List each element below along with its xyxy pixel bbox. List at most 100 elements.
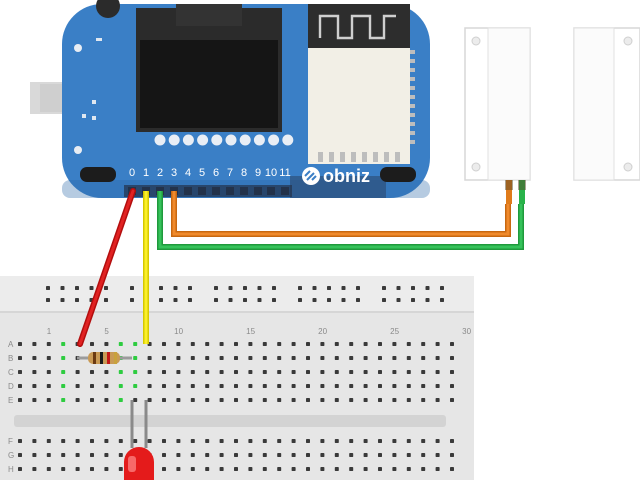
breadboard-hole[interactable] <box>118 439 123 443</box>
breadboard-hole[interactable] <box>291 453 296 457</box>
breadboard-hole[interactable] <box>320 342 325 346</box>
breadboard-hole[interactable] <box>147 370 152 374</box>
breadboard-hole[interactable] <box>61 439 66 443</box>
power-rail-hole[interactable] <box>356 298 360 302</box>
breadboard-hole[interactable] <box>205 342 210 346</box>
breadboard-hole[interactable] <box>306 370 310 374</box>
power-rail-hole[interactable] <box>104 286 108 290</box>
breadboard-hole[interactable] <box>133 384 138 388</box>
breadboard-hole[interactable] <box>334 384 339 388</box>
breadboard-hole[interactable] <box>248 356 253 360</box>
breadboard-hole[interactable] <box>334 398 339 402</box>
breadboard-hole[interactable] <box>162 467 166 471</box>
breadboard-hole[interactable] <box>219 439 224 443</box>
breadboard-hole[interactable] <box>118 342 123 346</box>
breadboard-hole[interactable] <box>378 453 382 457</box>
breadboard-hole[interactable] <box>406 453 411 457</box>
breadboard-hole[interactable] <box>320 439 325 443</box>
breadboard-hole[interactable] <box>363 467 368 471</box>
breadboard-hole[interactable] <box>190 370 195 374</box>
breadboard-hole[interactable] <box>363 356 368 360</box>
breadboard-hole[interactable] <box>46 467 51 471</box>
breadboard-hole[interactable] <box>46 384 51 388</box>
breadboard-hole[interactable] <box>291 370 296 374</box>
breadboard-hole[interactable] <box>306 453 310 457</box>
breadboard-hole[interactable] <box>32 356 37 360</box>
breadboard-hole[interactable] <box>334 439 339 443</box>
breadboard-hole[interactable] <box>75 370 80 374</box>
breadboard-hole[interactable] <box>234 467 238 471</box>
breadboard-hole[interactable] <box>334 342 339 346</box>
breadboard-hole[interactable] <box>378 467 382 471</box>
breadboard-hole[interactable] <box>378 439 382 443</box>
breadboard-hole[interactable] <box>32 467 37 471</box>
breadboard-hole[interactable] <box>435 439 440 443</box>
breadboard-hole[interactable] <box>392 384 397 388</box>
breadboard-hole[interactable] <box>320 453 325 457</box>
breadboard-hole[interactable] <box>277 467 282 471</box>
breadboard-hole[interactable] <box>133 370 138 374</box>
breadboard-hole[interactable] <box>291 384 296 388</box>
breadboard-hole[interactable] <box>176 356 181 360</box>
breadboard-hole[interactable] <box>421 398 426 402</box>
breadboard-hole[interactable] <box>118 370 123 374</box>
breadboard-hole[interactable] <box>421 467 426 471</box>
power-rail-hole[interactable] <box>104 298 108 302</box>
breadboard-hole[interactable] <box>306 439 310 443</box>
breadboard-hole[interactable] <box>162 453 166 457</box>
breadboard-hole[interactable] <box>61 342 66 346</box>
breadboard-hole[interactable] <box>176 342 181 346</box>
breadboard-hole[interactable] <box>162 342 166 346</box>
breadboard-hole[interactable] <box>262 439 267 443</box>
breadboard-hole[interactable] <box>363 370 368 374</box>
power-rail-hole[interactable] <box>312 298 317 302</box>
power-rail-hole[interactable] <box>327 298 331 302</box>
breadboard-hole[interactable] <box>450 342 454 346</box>
breadboard-hole[interactable] <box>18 342 22 346</box>
breadboard-hole[interactable] <box>291 356 296 360</box>
breadboard-hole[interactable] <box>90 467 94 471</box>
breadboard-hole[interactable] <box>435 356 440 360</box>
breadboard-hole[interactable] <box>219 356 224 360</box>
power-rail-hole[interactable] <box>341 286 346 290</box>
breadboard-hole[interactable] <box>320 356 325 360</box>
power-rail-hole[interactable] <box>214 298 218 302</box>
power-rail-hole[interactable] <box>312 286 317 290</box>
power-rail-hole[interactable] <box>411 286 415 290</box>
breadboard-hole[interactable] <box>90 342 94 346</box>
breadboard-hole[interactable] <box>277 398 282 402</box>
breadboard-hole[interactable] <box>118 467 123 471</box>
breadboard-hole[interactable] <box>406 467 411 471</box>
breadboard-hole[interactable] <box>190 356 195 360</box>
breadboard-hole[interactable] <box>378 370 382 374</box>
breadboard-hole[interactable] <box>133 439 138 443</box>
power-rail-hole[interactable] <box>298 286 302 290</box>
power-rail-hole[interactable] <box>214 286 218 290</box>
breadboard-hole[interactable] <box>234 439 238 443</box>
breadboard-hole[interactable] <box>248 370 253 374</box>
breadboard-hole[interactable] <box>450 398 454 402</box>
breadboard-hole[interactable] <box>118 453 123 457</box>
power-rail-hole[interactable] <box>228 286 233 290</box>
power-rail-hole[interactable] <box>159 298 163 302</box>
breadboard-hole[interactable] <box>406 384 411 388</box>
breadboard-hole[interactable] <box>320 467 325 471</box>
breadboard-hole[interactable] <box>75 453 80 457</box>
breadboard-hole[interactable] <box>291 439 296 443</box>
breadboard-hole[interactable] <box>176 398 181 402</box>
breadboard-hole[interactable] <box>219 384 224 388</box>
breadboard-hole[interactable] <box>349 439 354 443</box>
power-rail-hole[interactable] <box>396 298 401 302</box>
breadboard-hole[interactable] <box>306 467 310 471</box>
breadboard-hole[interactable] <box>421 370 426 374</box>
breadboard-hole[interactable] <box>349 356 354 360</box>
breadboard-hole[interactable] <box>277 370 282 374</box>
breadboard-hole[interactable] <box>133 398 138 402</box>
breadboard-hole[interactable] <box>147 356 152 360</box>
breadboard-hole[interactable] <box>291 342 296 346</box>
breadboard-hole[interactable] <box>378 384 382 388</box>
power-rail-hole[interactable] <box>440 298 444 302</box>
breadboard-hole[interactable] <box>234 342 238 346</box>
power-rail-hole[interactable] <box>257 298 262 302</box>
breadboard-hole[interactable] <box>133 356 138 360</box>
